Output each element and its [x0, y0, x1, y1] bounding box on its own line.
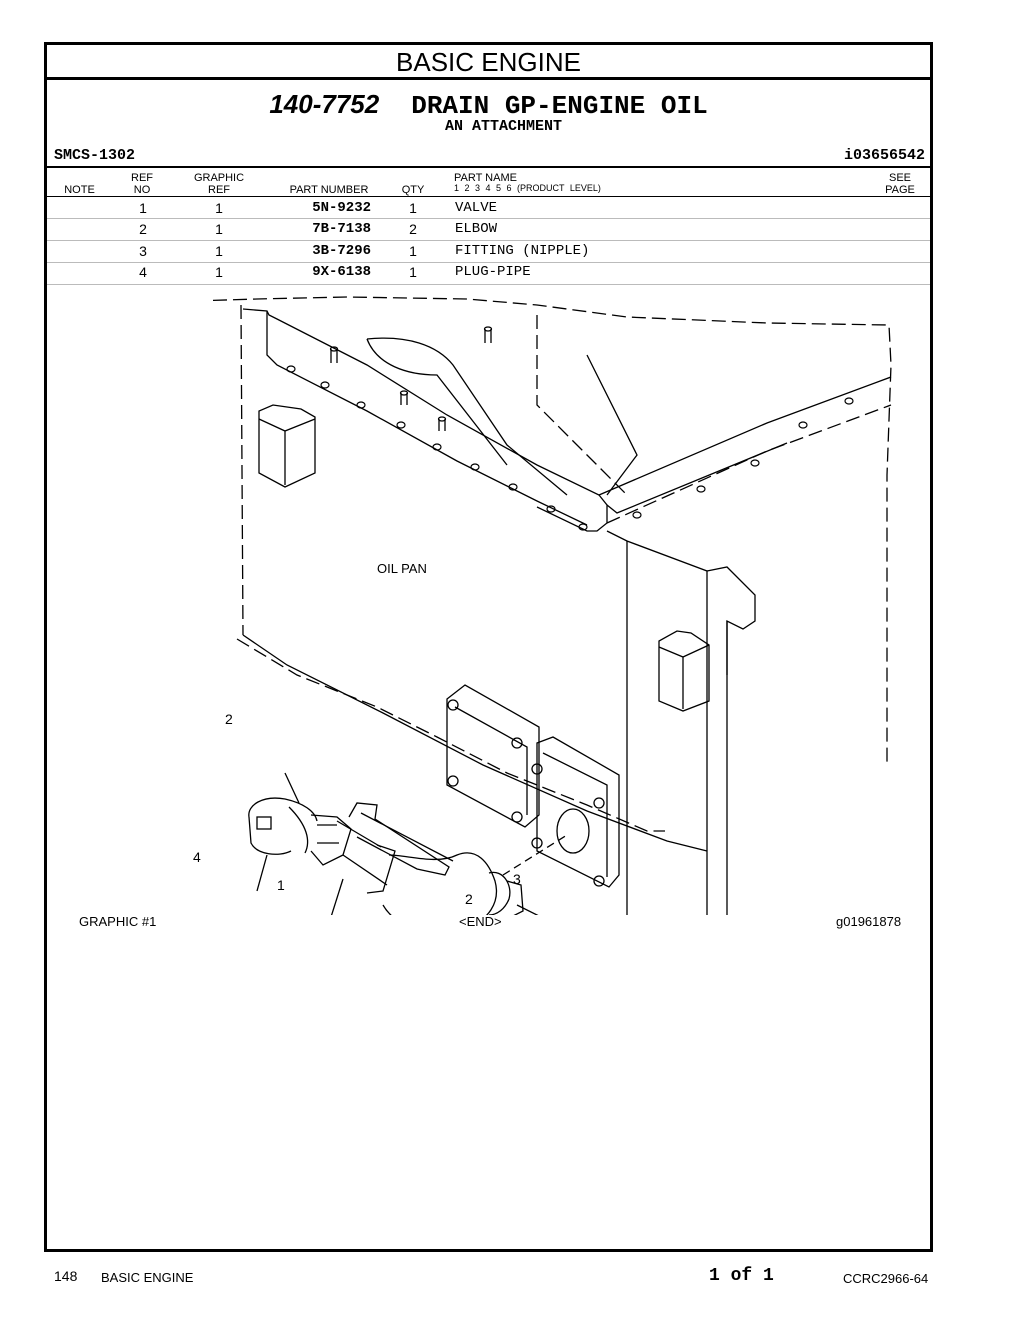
- oil-pan-label: OIL PAN: [377, 561, 427, 576]
- row-graphic-ref: 1: [215, 243, 223, 259]
- header-note: NOTE: [64, 184, 95, 196]
- header-see-1: SEE: [888, 172, 911, 184]
- page-number: 148: [54, 1268, 78, 1284]
- row-qty: 1: [409, 200, 417, 216]
- header-part-number: PART NUMBER: [289, 184, 369, 196]
- row-part-name: FITTING (NIPPLE): [455, 243, 590, 259]
- row-graphic-ref: 1: [215, 200, 223, 216]
- oil-drain-illustration: [207, 296, 892, 915]
- illustration-id: i03656542: [843, 147, 925, 164]
- row-qty: 1: [409, 264, 417, 280]
- row-part-number: 7B-7138: [312, 221, 371, 237]
- header-graphic-2: REF: [208, 184, 230, 196]
- graphic-caption: GRAPHIC #1: [79, 914, 157, 929]
- page-of: 1 of 1: [709, 1266, 774, 1286]
- row-part-number: 3B-7296: [312, 243, 371, 259]
- smcs-code: SMCS-1302: [54, 147, 136, 164]
- row-divider: [47, 262, 930, 263]
- row-qty: 1: [409, 243, 417, 259]
- group-heading: 140-7752 DRAIN GP-ENGINE OIL: [47, 89, 930, 121]
- row-ref: 4: [139, 264, 147, 280]
- header-part-name-2: 1 2 3 4 5 6 (PRODUCT LEVEL): [454, 183, 601, 193]
- row-part-name: ELBOW: [455, 221, 498, 237]
- callout-2-upper: 2: [225, 711, 233, 727]
- end-marker: <END>: [459, 914, 502, 929]
- header-qty: QTY: [401, 184, 425, 196]
- group-number: 140-7752: [269, 89, 380, 119]
- header-ref-1: REF: [131, 172, 153, 184]
- section-title: BASIC ENGINE: [47, 45, 930, 80]
- row-part-number: 9X-6138: [312, 264, 371, 280]
- document-id: CCRC2966-64: [843, 1271, 929, 1286]
- row-ref: 1: [139, 200, 147, 216]
- row-ref: 2: [139, 221, 147, 237]
- row-qty: 2: [409, 221, 417, 237]
- callout-4: 4: [193, 849, 201, 865]
- row-graphic-ref: 1: [215, 221, 223, 237]
- header-part-name-1: PART NAME: [454, 172, 517, 184]
- row-divider: [47, 284, 930, 285]
- header-graphic-1: GRAPHIC: [193, 172, 245, 184]
- row-part-name: VALVE: [455, 200, 498, 216]
- group-name: DRAIN GP-ENGINE OIL: [411, 91, 708, 121]
- row-part-name: PLUG-PIPE: [455, 264, 531, 280]
- callout-3: 3: [513, 871, 521, 887]
- callout-2-lower: 2: [465, 891, 473, 907]
- table-header-rule: [47, 196, 930, 197]
- group-subtitle: AN ATTACHMENT: [444, 118, 563, 135]
- header-see-2: PAGE: [885, 184, 915, 196]
- table-top-rule: [47, 166, 930, 168]
- row-divider: [47, 240, 930, 241]
- row-graphic-ref: 1: [215, 264, 223, 280]
- footer-section: BASIC ENGINE: [101, 1270, 194, 1285]
- callout-1: 1: [277, 877, 285, 893]
- graphic-id: g01961878: [836, 914, 902, 929]
- row-divider: [47, 218, 930, 219]
- header-ref-2: NO: [133, 184, 151, 196]
- row-ref: 3: [139, 243, 147, 259]
- row-part-number: 5N-9232: [312, 200, 371, 216]
- page-frame: BASIC ENGINE 140-7752 DRAIN GP-ENGINE OIL…: [44, 42, 933, 1252]
